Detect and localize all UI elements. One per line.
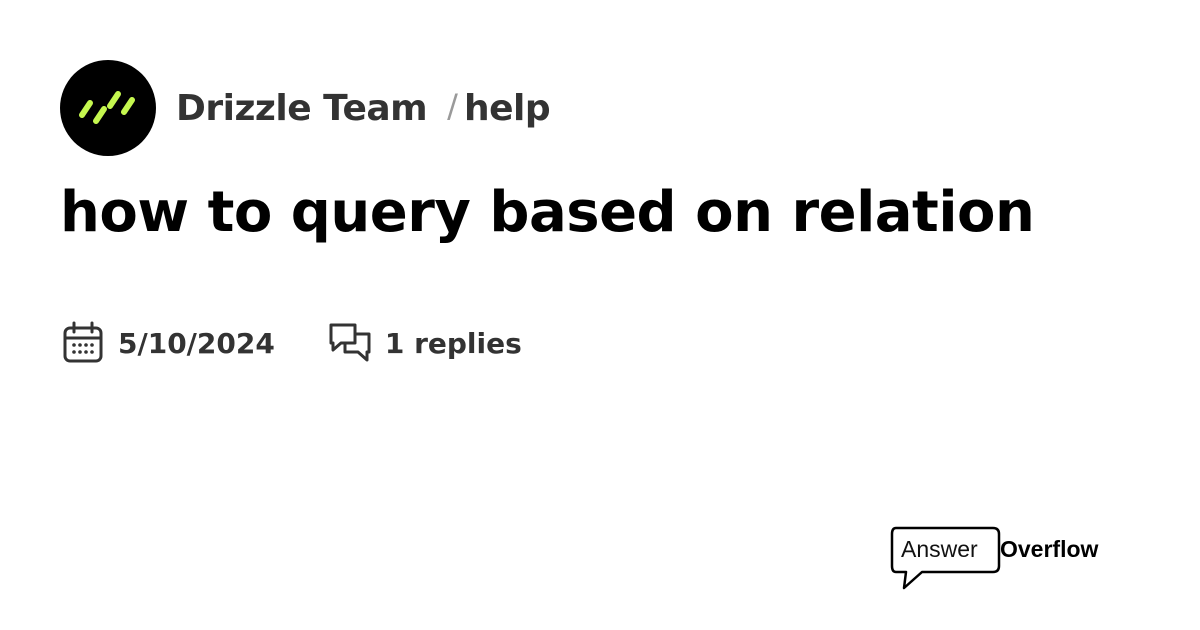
drizzle-logo-icon bbox=[79, 91, 135, 124]
post-replies-text: 1 replies bbox=[384, 326, 522, 360]
chat-bubbles-icon bbox=[327, 320, 373, 366]
brand-answer: Answer bbox=[901, 536, 978, 562]
calendar-icon bbox=[60, 320, 106, 366]
post-title: how to query based on relation bbox=[60, 180, 1035, 245]
post-date: 5/10/2024 bbox=[60, 320, 275, 366]
post-meta: 5/10/2024 1 replies bbox=[60, 318, 522, 368]
brand-overflow: Overflow bbox=[1000, 536, 1099, 562]
answer-overflow-bubble-icon bbox=[890, 526, 1001, 590]
server-name[interactable]: Drizzle Team bbox=[176, 87, 428, 129]
breadcrumb-separator: / bbox=[447, 87, 458, 125]
server-avatar bbox=[60, 60, 156, 156]
answer-overflow-logo[interactable]: Answer Overflow bbox=[890, 526, 1120, 592]
channel-name[interactable]: help bbox=[463, 87, 551, 129]
breadcrumb: Drizzle Team / help bbox=[60, 60, 551, 156]
post-replies: 1 replies bbox=[327, 320, 522, 366]
post-date-text: 5/10/2024 bbox=[118, 326, 275, 360]
